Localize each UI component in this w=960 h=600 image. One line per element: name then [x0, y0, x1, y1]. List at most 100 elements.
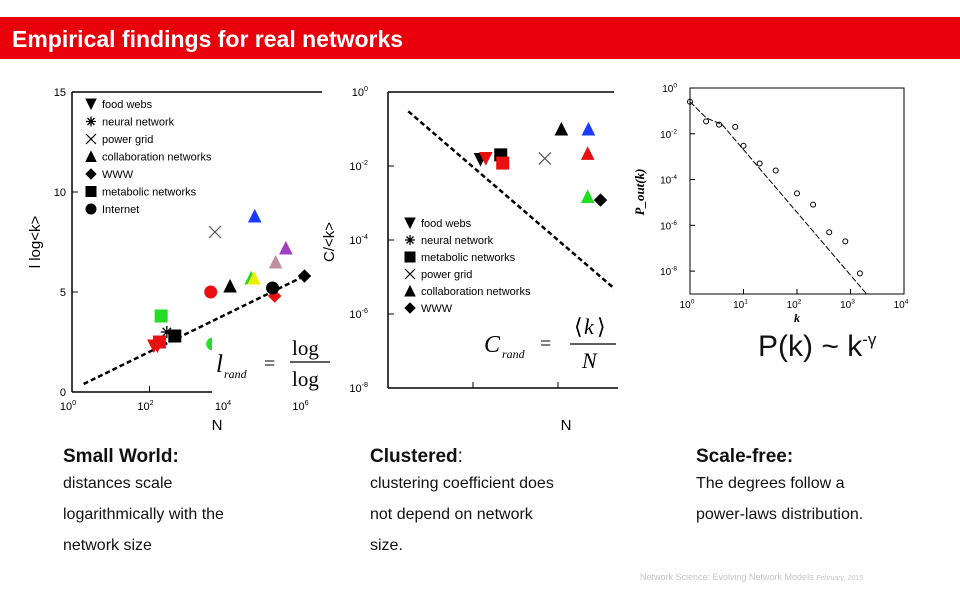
legend-label: power grid: [102, 134, 153, 146]
legend-marker: [404, 268, 416, 280]
formula-rand: rand: [224, 367, 248, 381]
small-world-caption: Small World: distances scale logarithmic…: [63, 446, 224, 561]
y-tick-label: 15: [54, 87, 66, 99]
caption-line: clustering coefficient does: [370, 475, 554, 492]
y-tick-label: 10-4: [660, 174, 677, 187]
clustered-heading: Clustered: [370, 446, 458, 467]
fit-line: [689, 101, 867, 295]
data-point: [756, 160, 763, 167]
x-tick-label: 104: [215, 399, 231, 413]
x-axis-label: k: [794, 311, 800, 325]
data-point: [478, 151, 493, 166]
data-point: [223, 278, 237, 293]
x-axis-label: N: [212, 417, 223, 434]
legend-marker: [405, 235, 415, 245]
legend-label: Internet: [102, 204, 139, 216]
power-law-formula: P(k) ~ k-γ: [758, 330, 876, 364]
data-point: [204, 285, 218, 299]
data-point: [740, 142, 747, 149]
data-point: [152, 335, 166, 349]
y-tick-label: 10-2: [660, 128, 677, 141]
legend-marker: [404, 302, 416, 314]
x-tick-label: 103: [840, 299, 855, 312]
formula-langle: ⟨: [574, 314, 583, 339]
x-tick-label: 100: [680, 299, 695, 312]
legend-label: WWW: [102, 169, 134, 181]
legend-marker: [85, 203, 97, 215]
clustered-heading-colon: :: [457, 446, 463, 467]
footer-text: Network Science: Evolving Network Models: [640, 572, 814, 582]
legend-marker: [86, 116, 96, 127]
legend-label: food webs: [102, 99, 153, 111]
title-bar: Empirical findings for real networks: [0, 17, 960, 59]
caption-line: size.: [370, 537, 403, 554]
x-tick-label: 102: [137, 399, 153, 413]
x-tick-label: 101: [733, 299, 748, 312]
data-point: [496, 156, 510, 170]
pk-tilde: ~ k: [821, 330, 863, 363]
data-point: [160, 326, 173, 338]
data-point: [266, 281, 280, 295]
legend-label: collaboration networks: [102, 152, 212, 164]
formula-c: C: [484, 332, 501, 358]
pk-label: P(k): [758, 330, 813, 363]
data-point: [716, 121, 723, 128]
data-point: [794, 190, 800, 197]
formula-denominator: N: [581, 348, 598, 373]
legend-label: neural network: [102, 117, 175, 129]
formula-numerator: k: [584, 314, 595, 339]
formula-rand: rand: [502, 347, 526, 361]
y-tick-label: 100: [662, 83, 677, 96]
data-point: [581, 121, 596, 136]
data-point: [826, 229, 833, 236]
data-point: [810, 201, 817, 208]
data-point: [208, 225, 222, 239]
data-point: [297, 269, 312, 283]
y-axis-label: P_out(k): [632, 169, 647, 216]
pk-exponent: -γ: [862, 330, 877, 349]
caption-line: logarithmically with the: [63, 506, 224, 523]
formula-equals: =: [264, 353, 275, 375]
small-world-heading: Small World:: [63, 446, 179, 467]
formula-equals: =: [540, 333, 551, 355]
legend-label: WWW: [421, 303, 453, 315]
formula-numerator: log: [292, 336, 319, 360]
legend-marker: [404, 251, 416, 263]
clustered-caption: Clustered: clustering coefficient does n…: [370, 446, 554, 561]
data-point: [580, 146, 595, 160]
data-point: [772, 167, 779, 174]
caption-line: power-laws distribution.: [696, 506, 864, 523]
legend-marker: [85, 168, 97, 180]
legend-marker: [85, 133, 97, 145]
data-point: [247, 270, 261, 285]
data-point: [247, 208, 262, 223]
y-tick-label: 10-6: [349, 307, 368, 321]
data-point: [842, 238, 849, 245]
legend-marker: [404, 217, 416, 230]
caption-line: The degrees follow a: [696, 475, 845, 492]
y-tick-label: 10-2: [349, 159, 368, 173]
scale-free-caption: Scale-free: The degrees follow a power-l…: [696, 446, 863, 530]
legend-label: food webs: [421, 218, 472, 230]
legend-label: neural network: [421, 235, 494, 247]
x-tick-label: 106: [292, 399, 308, 413]
data-point: [580, 189, 595, 203]
y-tick-label: 10: [54, 187, 66, 199]
y-tick-label: 10-8: [349, 381, 368, 395]
data-point: [703, 118, 710, 125]
formula-denominator: log: [292, 367, 319, 391]
legend-label: metabolic networks: [421, 252, 516, 264]
legend-marker: [85, 186, 97, 197]
data-point: [268, 254, 283, 269]
legend-marker: [85, 98, 97, 111]
legend-label: collaboration networks: [421, 286, 531, 298]
data-point: [554, 121, 569, 136]
legend-label: metabolic networks: [102, 187, 197, 199]
y-tick-label: 10-4: [349, 233, 368, 247]
x-tick-label: 104: [894, 299, 909, 312]
reference-line: [83, 274, 306, 386]
data-point: [732, 123, 739, 130]
y-tick-label: 0: [60, 387, 66, 399]
